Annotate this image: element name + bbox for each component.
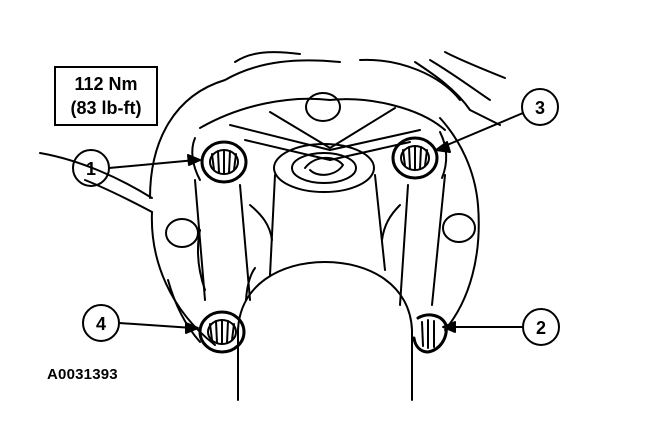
callout-3-circle [521, 88, 559, 126]
yoke-brace-x2 [244, 139, 411, 161]
left-edge-line [39, 152, 153, 199]
callout-3-arrowhead [435, 141, 451, 153]
right-arm-outer [431, 174, 446, 306]
pinion-mark [304, 156, 344, 176]
callout-1-arrowhead [187, 154, 201, 166]
yoke-brace-x1 [229, 124, 421, 151]
callout-4-leader [118, 322, 194, 329]
pinion-shoulder [249, 204, 401, 241]
yoke-brace-x3 [269, 107, 396, 149]
yoke-brace [199, 97, 446, 131]
housing-curve-right [414, 61, 501, 126]
bolt-4 [198, 310, 246, 354]
left-edge-line-2 [84, 179, 153, 213]
housing-outline-right [359, 58, 461, 101]
callout-1-label: 1 [86, 159, 96, 179]
driveshaft-tube [237, 261, 413, 401]
pinion-top-inner [291, 152, 357, 184]
torque-spec-box: 112 Nm (83 lb-ft) [54, 66, 158, 126]
torque-imperial: (83 lb-ft) [70, 98, 142, 118]
callout-3-leader [439, 112, 524, 149]
pinion-boss [269, 174, 386, 276]
flange-hole-right [442, 213, 476, 243]
flange-hole-top [305, 92, 341, 122]
callout-4-arrowhead [185, 322, 199, 334]
left-arm-outer [194, 179, 206, 301]
bolt-1 [200, 140, 248, 184]
pinion-top [273, 143, 375, 193]
callout-4-label: 4 [96, 314, 106, 334]
callout-1-leader [108, 159, 197, 169]
flange-hole-left [165, 218, 199, 248]
housing-outline [149, 59, 341, 199]
housing-curve-right-2 [429, 59, 491, 101]
right-arm-top [439, 131, 448, 179]
callout-2-label: 2 [536, 318, 546, 338]
lower-left-line [167, 279, 201, 343]
housing-curve-far [444, 51, 506, 79]
housing-outline-upper [234, 51, 301, 63]
bolt-3 [391, 136, 439, 180]
right-arm-inner [399, 184, 409, 306]
driveshaft-inner-left [245, 267, 256, 301]
bolt-2 [412, 313, 448, 354]
callout-3-label: 3 [535, 98, 545, 118]
flange-rim-right [439, 117, 480, 331]
callout-2-arrowhead [442, 321, 456, 333]
torque-metric: 112 Nm [74, 74, 138, 94]
figure-id: A0031393 [47, 366, 118, 383]
